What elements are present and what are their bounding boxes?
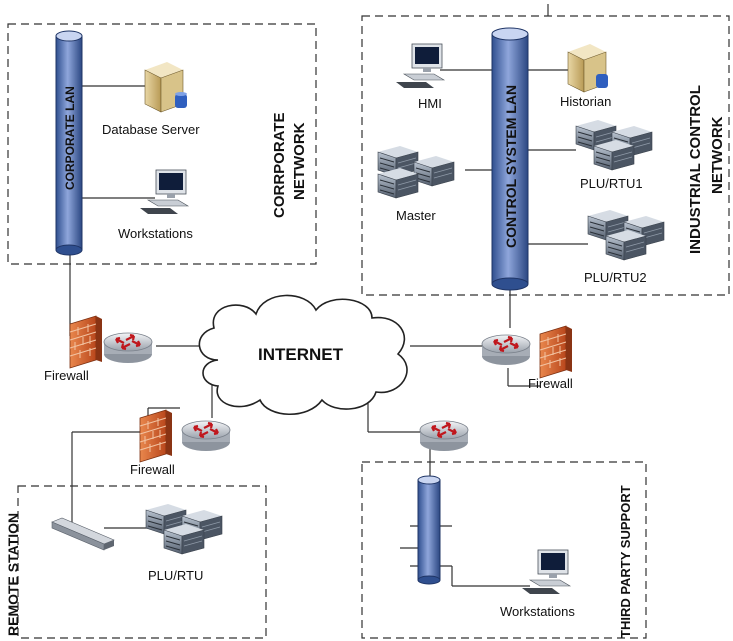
hmi-workstation-icon (395, 43, 445, 89)
corporate-workstation-icon (139, 169, 189, 215)
corporate-network-title-line2: NETWORK (291, 122, 308, 200)
corporate-workstations-label: Workstations (118, 226, 193, 241)
industrial-network-title-line2: NETWORK (709, 116, 726, 194)
plu-rtu2-server-icon (587, 209, 665, 261)
corporate-lan-label: CORPORATE LAN (63, 86, 77, 190)
plu-rtu2-label: PLU/RTU2 (584, 270, 647, 285)
control-system-lan-label: CONTROL SYSTEM LAN (503, 85, 519, 248)
third-party-workstation-icon (521, 549, 571, 595)
remote-firewall-label: Firewall (130, 462, 175, 477)
remote-station-title: REMOTE STATION (5, 513, 21, 636)
third-party-zone (361, 461, 647, 639)
third-party-bus (417, 475, 441, 585)
third-party-workstations-label: Workstations (500, 604, 575, 619)
remote-station-zone (17, 485, 267, 639)
internet-cloud-icon (198, 294, 408, 416)
remote-router-icon (180, 419, 232, 453)
industrial-firewall-label: Firewall (528, 376, 573, 391)
remote-plu-rtu-server-icon (145, 503, 223, 555)
remote-switch-icon (51, 517, 115, 551)
hmi-label: HMI (418, 96, 442, 111)
plu-rtu1-server-icon (575, 119, 653, 171)
third-party-router-icon (418, 419, 470, 453)
third-party-support-title: THIRD PARTY SUPPORT (618, 485, 633, 638)
remote-plu-rtu-label: PLU/RTU (148, 568, 203, 583)
corporate-firewall-icon (69, 315, 103, 369)
corporate-router-icon (102, 331, 154, 365)
corporate-lan-bus: CORPORATE LAN (55, 30, 83, 256)
industrial-router-icon (480, 333, 532, 367)
database-server-label: Database Server (102, 122, 200, 137)
industrial-network-zone (361, 15, 730, 296)
control-system-lan-bus: CONTROL SYSTEM LAN (491, 27, 529, 291)
internet-label: INTERNET (258, 345, 344, 364)
industrial-firewall-icon (539, 325, 573, 379)
corporate-network-title: CORRPORATE (271, 112, 288, 218)
historian-label: Historian (560, 94, 611, 109)
database-server-icon (144, 62, 187, 113)
corporate-firewall-label: Firewall (44, 368, 89, 383)
historian-server-icon (567, 44, 608, 93)
master-label: Master (396, 208, 436, 223)
plu-rtu1-label: PLU/RTU1 (580, 176, 643, 191)
corporate-network-zone (7, 23, 317, 265)
remote-firewall-icon (139, 409, 173, 463)
industrial-network-title: INDUSTRIAL CONTROL (687, 85, 704, 254)
connection-wires (69, 69, 588, 587)
master-server-icon (377, 145, 455, 199)
